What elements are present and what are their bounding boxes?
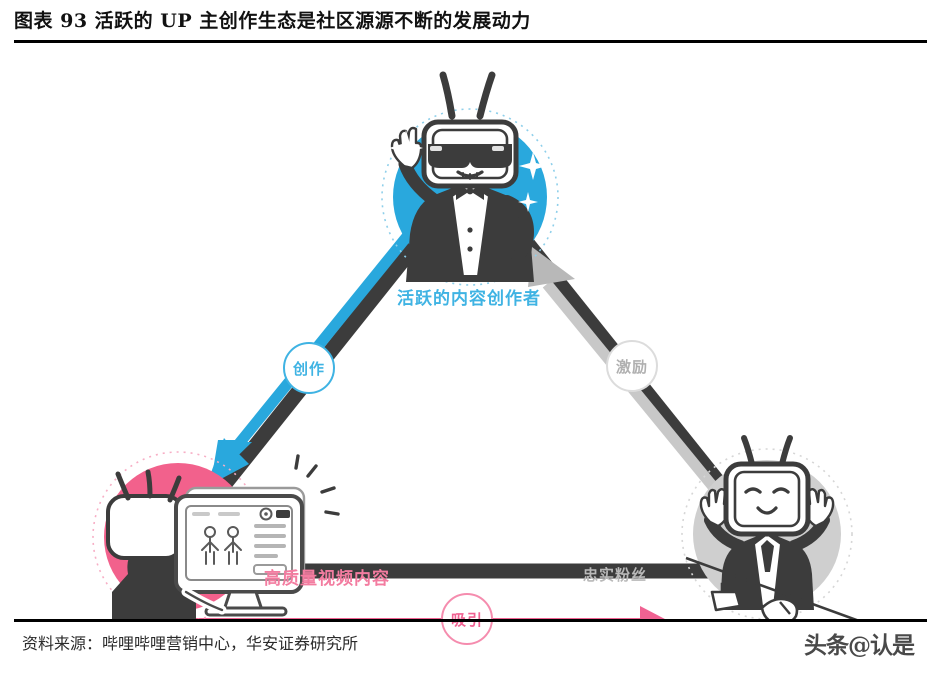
node-fans-dotted-ring (681, 448, 853, 619)
figure-title-bar: 图表 93 活跃的 UP 主创作生态是社区源源不断的发展动力 (14, 8, 927, 42)
source-note: 资料来源：哔哩哔哩营销中心，华安证券研究所 (22, 634, 359, 653)
node-content-label: 高质量视频内容 (264, 569, 390, 588)
edge-reward-label: 激励 (606, 340, 658, 392)
edge-create-label: 创作 (283, 342, 335, 394)
node-fans[interactable] (681, 435, 862, 619)
node-fans-label: 忠实粉丝 (583, 567, 648, 584)
title-divider (14, 40, 927, 43)
node-creator[interactable] (381, 71, 559, 286)
diagram-svg (92, 71, 862, 619)
node-content[interactable] (92, 451, 340, 619)
watermark-label: 头条@认是 (804, 632, 915, 659)
mascot-sunglasses-tuxedo-icon (389, 71, 547, 282)
node-creator-dotted-ring (381, 108, 559, 286)
mascot-at-computer-icon (106, 454, 340, 619)
figure-footer: 资料来源：哔哩哔哩营销中心，华安证券研究所 头条@认是 (22, 628, 922, 668)
footer-divider (14, 619, 927, 622)
page-title: 图表 93 活跃的 UP 主创作生态是社区源源不断的发展动力 (14, 10, 531, 32)
mascot-happy-cheering-icon (685, 435, 858, 619)
node-creator-label: 活跃的内容创作者 (397, 289, 541, 308)
edge-attract-arrow (120, 606, 665, 619)
cycle-diagram: 活跃的内容创作者 高质量视频内容 忠实粉丝 创作 激励 吸引 (0, 44, 941, 645)
